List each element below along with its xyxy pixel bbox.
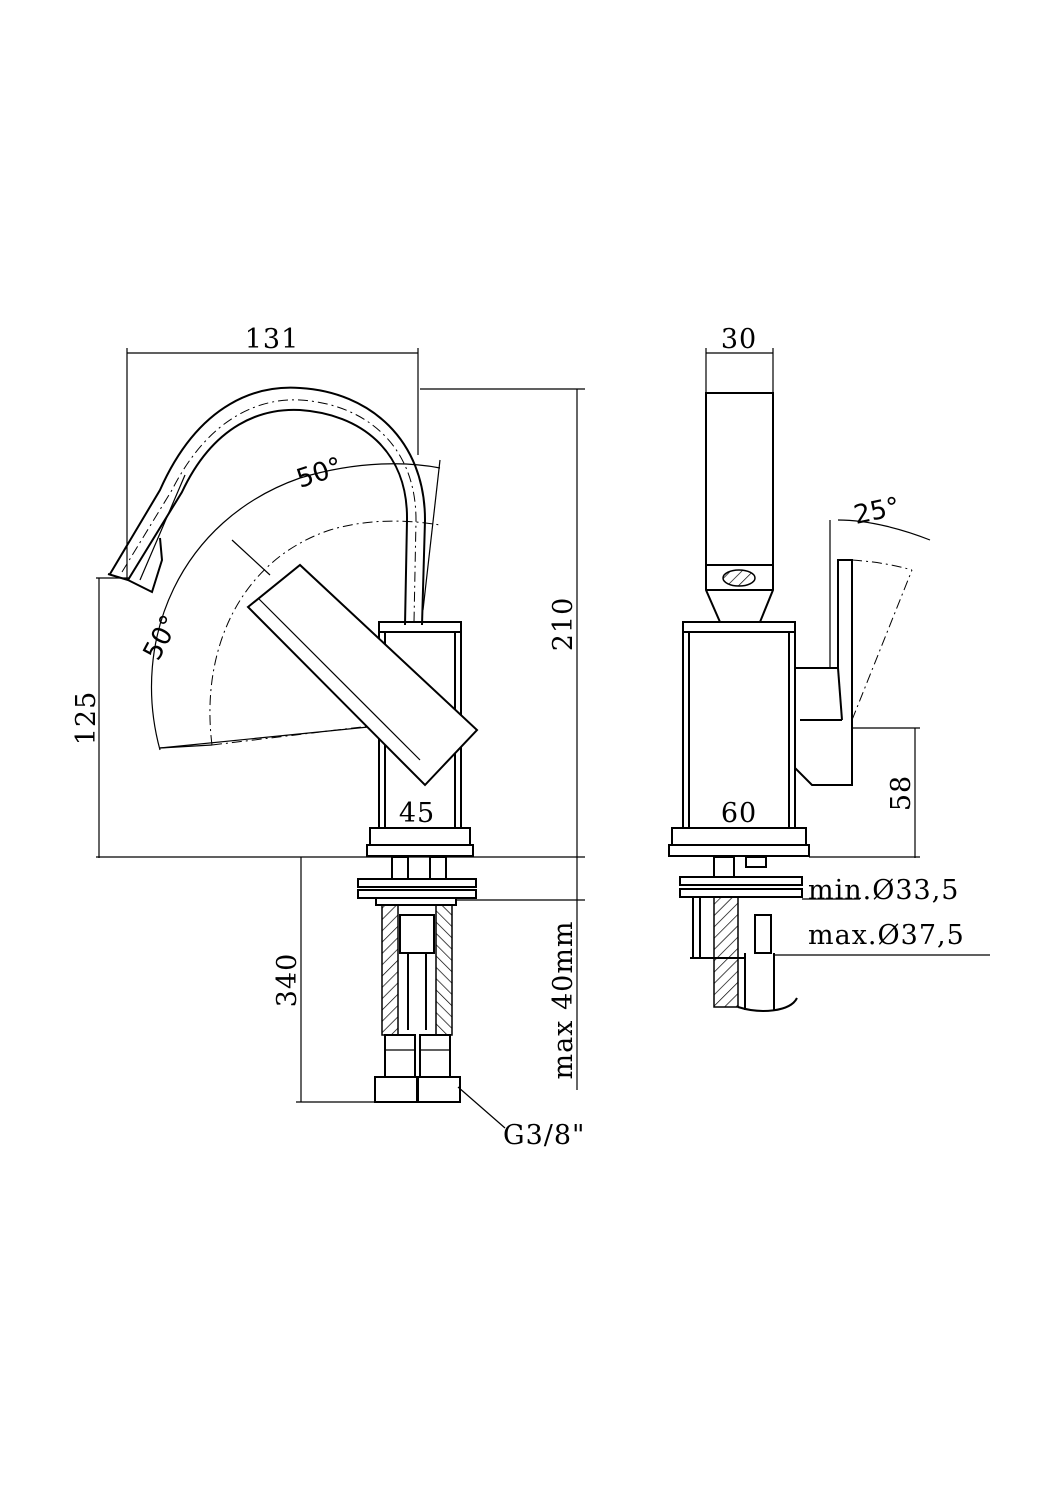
side-view: 30 25° [668,324,990,1012]
thread-callout: G3/8" [457,1086,585,1151]
lever-angle-label: 50° [138,611,186,666]
min-diameter-label: min.Ø33,5 [808,875,959,906]
side-lever: 25° [794,492,931,786]
dim-30: 30 [705,324,774,395]
front-fixings [357,856,585,1103]
dim-340-label: 340 [272,953,303,1008]
dim-125-label: 125 [71,691,102,746]
lever-25-label: 25° [851,492,902,531]
dim-45-label: 45 [399,798,435,829]
lever-axis [231,539,271,576]
dim-max-40mm-label: max 40mm [548,920,579,1079]
max-diameter-label: max.Ø37,5 [808,920,965,951]
front-base: 45 [366,798,474,857]
dim-210-label: 210 [548,597,579,652]
dim-58: 58 [809,727,920,858]
dim-131: 131 [126,324,419,580]
dim-210: 210 [420,388,585,858]
dim-max-40mm: max 40mm [548,858,579,1090]
dim-125: 125 [71,577,130,858]
lever-handle [246,563,479,787]
dim-340: 340 [272,857,378,1103]
side-base: 60 [668,798,810,857]
side-fixings [679,856,990,1012]
front-view: 131 50° 50° [71,324,585,1151]
side-spout [705,392,774,623]
aerator-icon [722,569,756,587]
spout [107,386,427,626]
dim-60-label: 60 [721,798,757,829]
spout-angle-label: 50° [293,452,346,495]
dim-30-label: 30 [721,324,757,355]
thread-label: G3/8" [503,1120,585,1151]
dim-131-label: 131 [245,324,300,355]
dim-58-label: 58 [886,775,917,811]
